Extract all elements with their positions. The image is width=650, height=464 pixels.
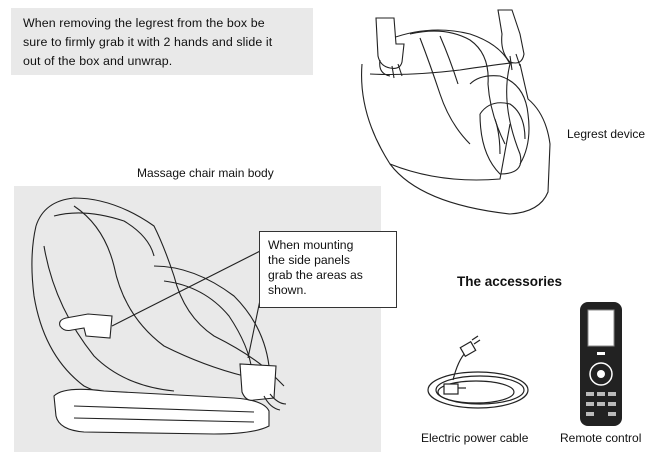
remote-control-label: Remote control	[560, 431, 642, 445]
remote-control-icon	[580, 302, 622, 426]
massage-chair-illustration	[31, 197, 287, 435]
instruction-note: When removing the legrest from the box b…	[11, 8, 313, 75]
legrest-illustration	[361, 9, 551, 215]
callout-line-3: grab the areas as	[268, 268, 363, 282]
power-cable-label: Electric power cable	[421, 431, 529, 445]
callout-line-2: the side panels	[268, 253, 350, 267]
accessories-heading: The accessories	[457, 274, 563, 289]
power-cable-icon	[427, 335, 529, 409]
callout-line-1: When mounting	[268, 238, 354, 252]
note-line-1: When removing the legrest from the box b…	[23, 16, 265, 30]
legrest-label: Legrest device	[567, 127, 646, 141]
callout-line-4: shown.	[268, 283, 307, 297]
side-panel-callout: When mounting the side panels grab the a…	[259, 231, 397, 308]
note-line-3: out of the box and unwrap.	[23, 54, 173, 68]
chair-label: Massage chair main body	[137, 166, 274, 180]
note-line-2: sure to firmly grab it with 2 hands and …	[23, 35, 273, 49]
